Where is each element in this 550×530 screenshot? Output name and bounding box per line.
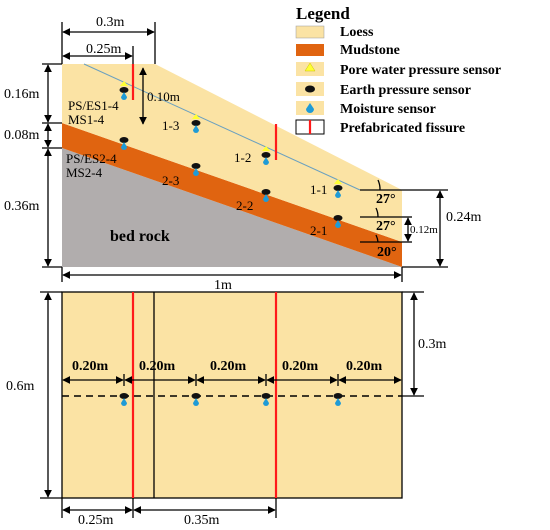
pore-sensor-icon	[192, 114, 200, 119]
angle-label-1: 27°	[376, 192, 396, 207]
moisture-sensor-icon	[335, 190, 341, 198]
dim-plan-left: 0.6m	[6, 379, 35, 394]
spacing-label-4: 0.20m	[282, 359, 319, 374]
legend-pore-water-pressure-sensor: Pore water pressure sensor	[340, 63, 501, 78]
moisture-sensor-icon	[335, 398, 341, 406]
pore-sensor-icon	[120, 81, 128, 86]
dim-plan-bottom-1: 0.25m	[78, 513, 114, 528]
angle-arc-1	[377, 179, 381, 191]
mudstone-swatch-icon	[296, 44, 324, 56]
loess-layer	[62, 64, 402, 242]
sensor-group-2-1	[333, 215, 343, 228]
earth-sensor-icon	[333, 393, 343, 399]
sensor-group-1-3	[191, 114, 201, 133]
moisture-sensor-icon	[121, 398, 127, 406]
point-label-2-3: 2-3	[162, 173, 179, 188]
sensor-group-2-3	[191, 163, 201, 176]
sensor-group-2-2	[261, 189, 271, 202]
moisture-sensor-icon	[121, 142, 127, 150]
legend-loess: Loess	[340, 25, 374, 40]
earth-pressure-sensor-icon	[305, 85, 315, 93]
dim-top-inner: 0.25m	[86, 42, 122, 57]
moisture-sensor-icon	[193, 398, 199, 406]
plan-sensor-2	[261, 393, 271, 406]
sensor-label-ps-es2-4: PS/ES2-4	[66, 151, 117, 166]
earth-sensor-icon	[261, 189, 271, 195]
sensor-group-1-1	[333, 179, 343, 198]
dim-plan-right: 0.3m	[418, 337, 447, 352]
mudstone-layer	[62, 123, 402, 267]
spacing-label-3: 0.20m	[210, 359, 247, 374]
spacing-label-5: 0.20m	[346, 359, 383, 374]
slope-reference-line	[83, 63, 361, 191]
moisture-sensor-icon	[263, 398, 269, 406]
angle-arc-2	[375, 207, 379, 218]
earth-sensor-icon	[261, 152, 271, 158]
earth-sensor-icon	[119, 137, 129, 143]
sensor-label-ps-es1-4: PS/ES1-4	[68, 98, 119, 113]
legend-earth-pressure-sensor: Earth pressure sensor	[340, 83, 471, 98]
point-label-1-3: 1-3	[162, 118, 179, 133]
pore-sensor-icon	[334, 179, 342, 184]
pore-water-pressure-sensor-icon	[304, 62, 316, 72]
angle-label-2: 27°	[376, 219, 396, 234]
plan-sensor-3	[191, 393, 201, 406]
sensor-group-1-4	[119, 81, 129, 100]
dim-bottom: 1m	[214, 278, 232, 293]
earth-sensor-icon	[261, 393, 271, 399]
dim-left-mudstone: 0.08m	[4, 128, 40, 143]
sensor-label-ms2-4: MS2-4	[66, 165, 103, 180]
dim-plan-bottom-2: 0.35m	[184, 513, 220, 528]
moisture-sensor-icon	[306, 103, 314, 113]
cross-section: PS/ES1-4 MS1-4 PS/ES2-4 MS2-4 1-3 1-2 1-…	[4, 15, 482, 293]
point-label-2-2: 2-2	[236, 198, 253, 213]
dim-sensor-depth: 0.10m	[147, 89, 180, 104]
point-label-1-2: 1-2	[234, 150, 251, 165]
dim-left-loess: 0.16m	[4, 87, 40, 102]
earth-sensor-icon	[191, 163, 201, 169]
sensor-label-ms1-4: MS1-4	[68, 112, 105, 127]
moisture-sensor-icon	[335, 220, 341, 228]
dim-right-total: 0.24m	[446, 210, 482, 225]
angle-label-3: 20°	[377, 245, 397, 260]
earth-sensor-icon	[333, 185, 343, 191]
dim-top-outer: 0.3m	[96, 15, 125, 30]
moisture-sensor-icon	[263, 194, 269, 202]
angle-arc-3	[375, 234, 379, 243]
point-label-2-1: 2-1	[310, 223, 327, 238]
moisture-sensor-icon	[263, 157, 269, 165]
plan-sensor-4	[119, 393, 129, 406]
earth-sensor-icon	[191, 120, 201, 126]
moisture-sensor-icon	[193, 168, 199, 176]
earth-sensor-icon	[119, 393, 129, 399]
plan-sensor-1	[333, 393, 343, 406]
earth-sensor-icon	[191, 393, 201, 399]
spacing-label-1: 0.20m	[72, 359, 109, 374]
plan-view: 0.20m 0.20m 0.20m 0.20m 0.20m 0.6m 0.3m …	[6, 291, 447, 528]
dim-left-bedrock: 0.36m	[4, 199, 40, 214]
dim-right-small: 0.12m	[410, 224, 438, 236]
moisture-sensor-icon	[121, 92, 127, 100]
pore-sensor-icon	[262, 146, 270, 151]
loess-swatch-icon	[295, 25, 325, 39]
legend-mudstone: Mudstone	[340, 43, 400, 58]
bed-rock-label: bed rock	[110, 228, 170, 245]
plan-loess-area	[61, 291, 403, 499]
legend-prefabricated-fissure: Prefabricated fissure	[340, 121, 465, 136]
sensor-group-1-2	[261, 146, 271, 165]
legend-moisture-sensor: Moisture sensor	[340, 102, 436, 117]
point-label-1-1: 1-1	[310, 182, 327, 197]
earth-sensor-icon	[119, 87, 129, 93]
legend: Legend Loess Mudstone Pore water pressur…	[295, 4, 501, 136]
spacing-label-2: 0.20m	[139, 359, 176, 374]
legend-title: Legend	[296, 4, 350, 23]
sensor-group-2-4	[119, 137, 129, 150]
earth-sensor-icon	[333, 215, 343, 221]
moisture-sensor-icon	[193, 125, 199, 133]
